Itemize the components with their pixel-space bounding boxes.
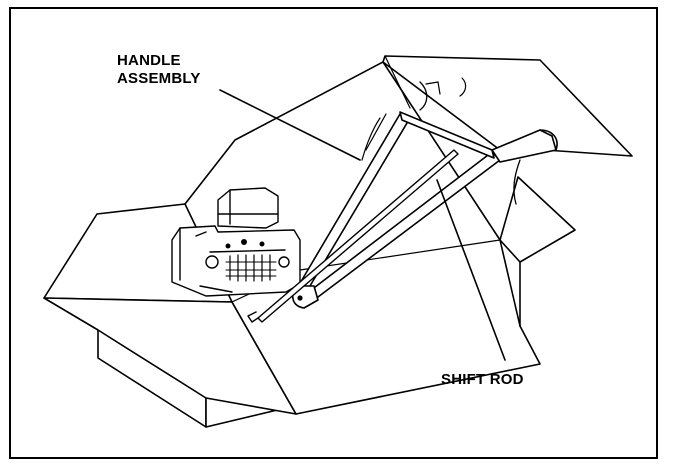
handle-assembly-callout: HANDLE ASSEMBLY: [117, 52, 201, 88]
handle-assembly-label-line2: ASSEMBLY: [117, 70, 201, 87]
shift-rod-leader: [436, 179, 506, 361]
handle-assembly-label-line1: HANDLE: [117, 52, 181, 69]
shift-rod-label: SHIFT ROD: [441, 371, 524, 388]
shift-rod-callout: SHIFT ROD: [441, 371, 524, 389]
engine: [171, 187, 301, 297]
carton-right-flap: [499, 176, 576, 263]
handle-assembly: [291, 77, 558, 309]
carton: [43, 55, 633, 428]
handle-assembly-leader: [219, 89, 361, 161]
shift-rod: [247, 149, 459, 323]
carton-front-flap: [43, 297, 297, 415]
